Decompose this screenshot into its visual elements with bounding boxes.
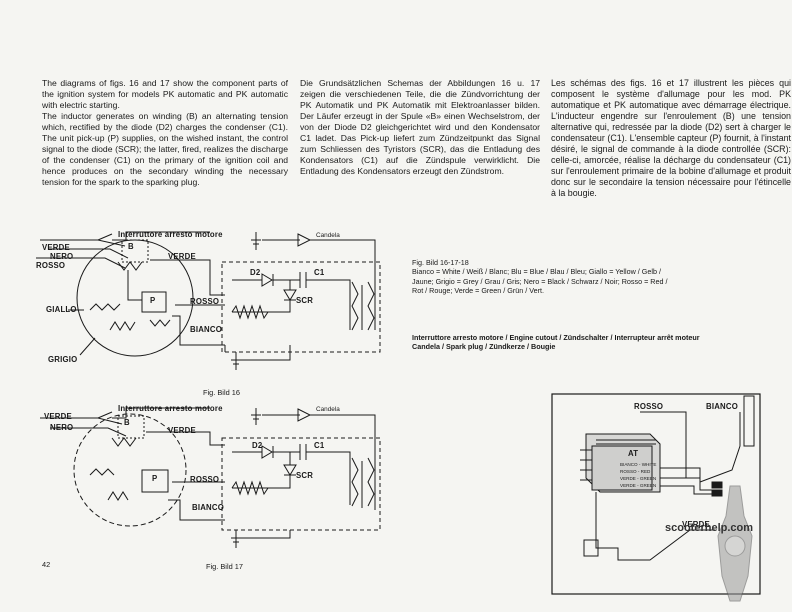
- fig17-b-label: B: [124, 418, 130, 427]
- fig16-p-label: P: [150, 296, 156, 305]
- fig16-switch-label: Interruttore arresto motore: [118, 230, 223, 239]
- fig18-row: VERDE - GREEN: [620, 476, 657, 481]
- text-column-german: Die Grundsätzlichen Schemas der Abbildun…: [300, 78, 540, 176]
- fig17-rosso-right: ROSSO: [190, 475, 220, 484]
- fig17-verde-left: VERDE: [44, 412, 72, 421]
- fig16-rosso-left: ROSSO: [36, 261, 66, 270]
- fig17-d2-label: D2: [252, 441, 263, 450]
- fig17-p-label: P: [152, 474, 158, 483]
- fig18-row: VERDE - GREEN: [620, 483, 657, 488]
- fig17-bianco: BIANCO: [192, 503, 224, 512]
- fig16-b-label: B: [128, 242, 134, 251]
- fig16-verde-left: VERDE: [42, 243, 70, 252]
- fig17-caption: Fig. Bild 17: [206, 562, 243, 571]
- fig16-bianco: BIANCO: [190, 325, 222, 334]
- legend-colors-text: Bianco = White / Weiß / Blanc; Blu = Blu…: [412, 267, 668, 296]
- fig17-verde-right: VERDE: [168, 426, 196, 435]
- scooter-logo: [717, 485, 753, 602]
- fig18-bianco: BIANCO: [706, 402, 738, 411]
- fig16-candela: Candela: [316, 232, 340, 239]
- fig18-rosso: ROSSO: [634, 402, 664, 411]
- fig17-switch-label: Interruttore arresto motore: [118, 404, 223, 413]
- fig16-rosso-right: ROSSO: [190, 297, 220, 306]
- fig16-c1-label: C1: [314, 268, 325, 277]
- fig17-scr-label: SCR: [296, 471, 314, 480]
- fig18-row: ROSSO - RED: [620, 469, 651, 474]
- fig18-diagram: [551, 393, 761, 595]
- legend-title: Fig. Bild 16-17-18: [412, 258, 469, 267]
- fig17-candela: Candela: [316, 406, 340, 413]
- fig16-d2-label: D2: [250, 268, 261, 277]
- fig17-circuit: [40, 407, 381, 548]
- text-column-french: Les schémas des figs. 16 et 17 illustren…: [551, 78, 791, 198]
- fig16-grigio: GRIGIO: [48, 355, 78, 364]
- fig18-at-label: AT: [628, 449, 639, 458]
- page-number: 42: [42, 560, 51, 569]
- fig18-frame: [551, 393, 761, 595]
- fig17-c1-label: C1: [314, 441, 325, 450]
- fig18-verde: VERDE: [682, 520, 710, 529]
- fig18-row: BIANCO - WHITE: [620, 462, 657, 467]
- fig17-stator: [73, 413, 187, 527]
- fig16-verde-right: VERDE: [168, 252, 196, 261]
- text-column-english: The diagrams of figs. 16 and 17 show the…: [42, 78, 288, 187]
- parts-legend: Interruttore arresto motore / Engine cut…: [412, 333, 700, 352]
- fig16-nero: NERO: [50, 252, 74, 261]
- fig16-giallo: GIALLO: [46, 305, 77, 314]
- fig16-circuit: [36, 231, 381, 370]
- fig16-scr-label: SCR: [296, 296, 314, 305]
- fig17-nero: NERO: [50, 423, 74, 432]
- fig16-caption: Fig. Bild 16: [203, 388, 240, 397]
- color-legend: Fig. Bild 16-17-18 Bianco = White / Weiß…: [412, 258, 672, 296]
- watermark: scooterhelp.com: [665, 522, 754, 534]
